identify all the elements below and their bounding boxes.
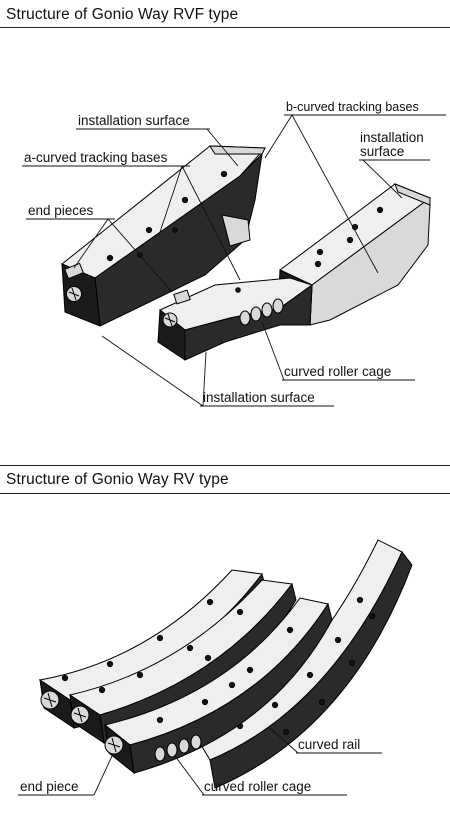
- section-header-rv: Structure of Gonio Way RV type: [0, 465, 450, 497]
- svg-text:curved roller cage: curved roller cage: [204, 779, 311, 794]
- label-end-pieces: end pieces: [26, 203, 173, 293]
- left-tracking-base: [61, 145, 267, 327]
- section-divider: [0, 465, 450, 466]
- label-a-curved-tracking-bases: a-curved tracking bases: [22, 150, 241, 281]
- svg-text:b-curved tracking bases: b-curved tracking bases: [286, 100, 419, 114]
- svg-text:end piece: end piece: [20, 779, 79, 794]
- svg-text:curved roller cage: curved roller cage: [284, 364, 391, 379]
- middle-tracking-base: [157, 277, 314, 361]
- rv-structure-diagram: curved rail end piece curved roller cage: [18, 539, 413, 796]
- svg-text:installation surface: installation surface: [203, 390, 315, 405]
- svg-text:surface: surface: [360, 144, 404, 159]
- label-curved-roller-cage-rv: curved roller cage: [174, 755, 347, 796]
- curved-rail-3: [103, 597, 333, 775]
- label-installation-surface-top: installation surface: [76, 113, 239, 167]
- label-installation-surface-right: installation surface: [359, 130, 430, 199]
- label-end-piece: end piece: [18, 755, 113, 796]
- svg-text:end pieces: end pieces: [28, 203, 94, 218]
- curved-rail-2: [68, 579, 297, 745]
- svg-text:curved rail: curved rail: [298, 737, 360, 752]
- label-b-curved-tracking-bases: b-curved tracking bases: [264, 100, 446, 274]
- svg-text:installation surface: installation surface: [78, 113, 190, 128]
- section-divider: [0, 27, 450, 28]
- label-installation-surface-bottom: installation surface: [101, 335, 334, 407]
- svg-text:installation: installation: [360, 130, 424, 145]
- section-title-rv: Structure of Gonio Way RV type: [6, 471, 229, 488]
- section-title-rvf: Structure of Gonio Way RVF type: [6, 6, 239, 23]
- label-curved-rail: curved rail: [269, 727, 382, 754]
- rvf-structure-diagram: b-curved tracking bases installation sur…: [22, 100, 446, 407]
- roller-cage-rv: [154, 734, 202, 762]
- section-header-rvf: Structure of Gonio Way RVF type: [0, 0, 450, 30]
- label-curved-roller-cage-rvf: curved roller cage: [261, 321, 415, 381]
- section-divider: [0, 493, 450, 494]
- svg-text:a-curved tracking bases: a-curved tracking bases: [24, 150, 168, 165]
- roller-cage-rvf: [239, 298, 284, 326]
